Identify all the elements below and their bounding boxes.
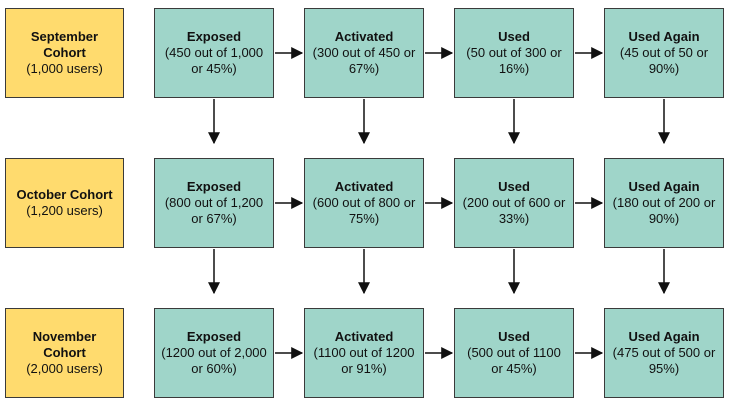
- stage-title: Used: [498, 29, 530, 44]
- stage-detail-line2: 90%): [648, 211, 680, 226]
- stage-box-november-used: Used (500 out of 1100 or 45%): [454, 308, 574, 398]
- stage-detail-line1: (1100 out of 1200: [313, 345, 415, 360]
- cohort-name-line1: October Cohort: [16, 187, 113, 202]
- cohort-name-line2: Cohort: [43, 45, 86, 60]
- cohort-users: (1,200 users): [26, 203, 103, 218]
- stage-box-october-used: Used (200 out of 600 or 33%): [454, 158, 574, 248]
- stage-detail-line2: 33%): [498, 211, 530, 226]
- stage-box-october-exposed: Exposed (800 out of 1,200 or 67%): [154, 158, 274, 248]
- stage-title: Activated: [334, 29, 394, 44]
- stage-detail-line2: 16%): [498, 61, 530, 76]
- stage-title: Used Again: [628, 179, 700, 194]
- stage-detail-line1: (475 out of 500 or: [612, 345, 716, 360]
- stage-title: Exposed: [186, 329, 242, 344]
- stage-detail-line1: (500 out of 1100: [467, 345, 561, 360]
- stage-title: Used Again: [628, 29, 700, 44]
- cohort-name-line2: Cohort: [43, 345, 86, 360]
- stage-detail-line2: or 60%): [191, 361, 237, 376]
- stage-detail-line1: (1200 out of 2,000: [161, 345, 267, 360]
- stage-detail-line2: or 91%): [341, 361, 387, 376]
- stage-box-september-used: Used (50 out of 300 or 16%): [454, 8, 574, 98]
- stage-detail-line1: (180 out of 200 or: [612, 195, 716, 210]
- stage-detail-line2: or 45%): [191, 61, 237, 76]
- stage-detail-line1: (50 out of 300 or: [466, 45, 562, 60]
- stage-detail-line2: or 67%): [191, 211, 237, 226]
- stage-detail-line1: (450 out of 1,000: [164, 45, 264, 60]
- stage-detail-line2: 75%): [348, 211, 380, 226]
- stage-detail-line1: (45 out of 50 or: [619, 45, 709, 60]
- stage-title: Activated: [334, 329, 394, 344]
- stage-box-october-activated: Activated (600 out of 800 or 75%): [304, 158, 424, 248]
- stage-box-september-used-again: Used Again (45 out of 50 or 90%): [604, 8, 724, 98]
- stage-box-october-used-again: Used Again (180 out of 200 or 90%): [604, 158, 724, 248]
- stage-detail-line1: (200 out of 600 or: [462, 195, 566, 210]
- cohort-name-line1: November: [32, 329, 97, 344]
- cohort-users: (1,000 users): [26, 61, 103, 76]
- cohort-box-september: September Cohort (1,000 users): [5, 8, 124, 98]
- stage-title: Used: [498, 329, 530, 344]
- cohort-name-line1: September: [30, 29, 99, 44]
- stage-box-september-activated: Activated (300 out of 450 or 67%): [304, 8, 424, 98]
- stage-title: Used: [498, 179, 530, 194]
- stage-detail-line2: 95%): [648, 361, 680, 376]
- stage-box-november-used-again: Used Again (475 out of 500 or 95%): [604, 308, 724, 398]
- stage-title: Exposed: [186, 179, 242, 194]
- stage-title: Activated: [334, 179, 394, 194]
- stage-detail-line1: (800 out of 1,200: [164, 195, 264, 210]
- stage-detail-line2: or 45%): [491, 361, 537, 376]
- stage-title: Exposed: [186, 29, 242, 44]
- stage-detail-line1: (600 out of 800 or: [312, 195, 416, 210]
- stage-box-september-exposed: Exposed (450 out of 1,000 or 45%): [154, 8, 274, 98]
- cohort-users: (2,000 users): [26, 361, 103, 376]
- cohort-box-october: October Cohort (1,200 users): [5, 158, 124, 248]
- stage-detail-line1: (300 out of 450 or: [312, 45, 416, 60]
- stage-box-november-activated: Activated (1100 out of 1200 or 91%): [304, 308, 424, 398]
- stage-detail-line2: 90%): [648, 61, 680, 76]
- stage-box-november-exposed: Exposed (1200 out of 2,000 or 60%): [154, 308, 274, 398]
- cohort-box-november: November Cohort (2,000 users): [5, 308, 124, 398]
- stage-detail-line2: 67%): [348, 61, 380, 76]
- stage-title: Used Again: [628, 329, 700, 344]
